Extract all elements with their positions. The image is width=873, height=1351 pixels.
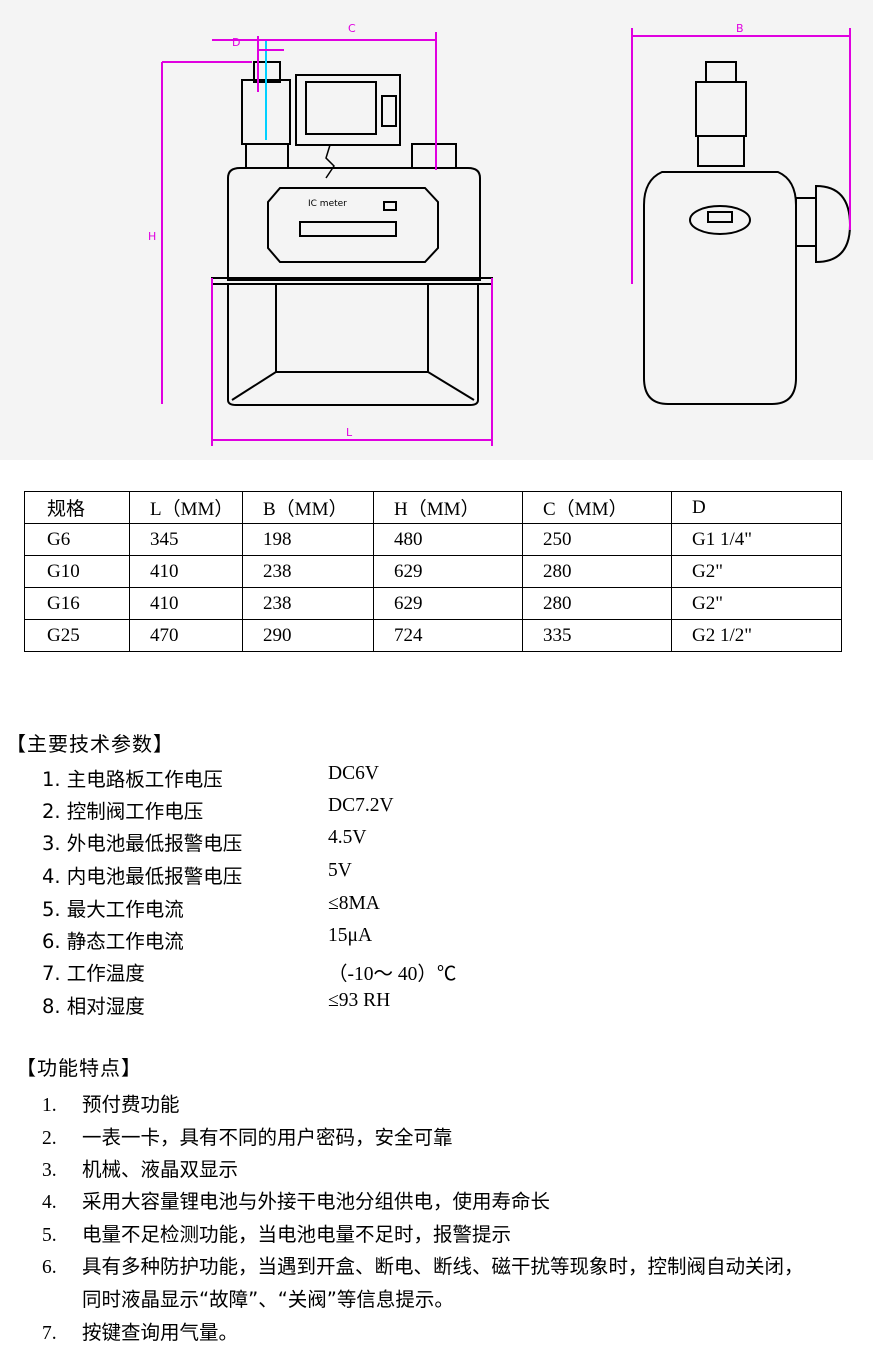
cell-model: G25: [24, 619, 130, 652]
feature-number: 5.: [42, 1225, 57, 1246]
param-item: 3. 外电池最低报警电压 4.5V: [42, 827, 366, 856]
feature-text: 电量不足检测功能，当电池电量不足时，报警提示: [82, 1223, 512, 1246]
cell-c: 280: [522, 555, 672, 588]
param-label: 4. 内电池最低报警电压: [42, 865, 243, 888]
cell-d: G2": [671, 555, 842, 588]
feature-item: 3. 机械、液晶双显示: [42, 1153, 238, 1182]
param-label: 3. 外电池最低报警电压: [42, 832, 243, 855]
feature-text: 一表一卡，具有不同的用户密码，安全可靠: [82, 1126, 453, 1149]
param-item: 1. 主电路板工作电压 DC6V: [42, 763, 379, 792]
feature-text: 机械、液晶双显示: [82, 1158, 239, 1181]
param-item: 7. 工作温度 （-10～ 40）℃: [42, 957, 456, 986]
table-row: G10 410 238 629 280 G2": [24, 555, 842, 588]
cell-h: 629: [373, 587, 523, 620]
feature-number: 3.: [42, 1160, 57, 1181]
feature-text: 按键查询用气量。: [82, 1321, 239, 1344]
dim-label-c: C: [348, 22, 356, 35]
feature-item: 5. 电量不足检测功能，当电池电量不足时，报警提示: [42, 1218, 511, 1247]
header-b: B（MM）: [242, 491, 374, 524]
cell-l: 345: [129, 523, 243, 556]
feature-item: 7. 按键查询用气量。: [42, 1316, 238, 1345]
param-value: DC7.2V: [328, 795, 394, 816]
param-item: 5. 最大工作电流 ≤8MA: [42, 893, 380, 922]
cell-c: 335: [522, 619, 672, 652]
front-dimensions: [161, 32, 493, 446]
cell-model: G6: [24, 523, 130, 556]
cell-l: 410: [129, 587, 243, 620]
table-row: G25 470 290 724 335 G2 1/2": [24, 619, 842, 652]
feature-text: 预付费功能: [82, 1093, 180, 1116]
feature-item: 6. 具有多种防护功能，当遇到开盒、断电、断线、磁干扰等现象时，控制阀自动关闭，: [42, 1250, 804, 1279]
header-c: C（MM）: [522, 491, 672, 524]
header-h: H（MM）: [373, 491, 523, 524]
param-value: 5V: [328, 860, 352, 881]
feature-number: 2.: [42, 1128, 57, 1149]
param-item: 2. 控制阀工作电压 DC7.2V: [42, 795, 394, 824]
front-display-label: IC meter: [308, 199, 347, 209]
param-label: 7. 工作温度: [42, 962, 145, 985]
feature-number: 6.: [42, 1257, 57, 1278]
cell-h: 480: [373, 523, 523, 556]
cell-l: 470: [129, 619, 243, 652]
cell-c: 250: [522, 523, 672, 556]
param-item: 4. 内电池最低报警电压 5V: [42, 860, 352, 889]
feature-number: 1.: [42, 1095, 57, 1116]
cell-d: G1 1/4": [671, 523, 842, 556]
side-dimensions: [631, 28, 851, 284]
tech-params-title: 【主要技术参数】: [6, 732, 174, 756]
param-value: ≤8MA: [328, 893, 380, 914]
table-row: G6 345 198 480 250 G1 1/4": [24, 523, 842, 556]
cell-c: 280: [522, 587, 672, 620]
cell-b: 290: [242, 619, 374, 652]
dim-label-b: B: [736, 22, 744, 35]
table-row: G16 410 238 629 280 G2": [24, 587, 842, 620]
cell-model: G10: [24, 555, 130, 588]
cell-d: G2": [671, 587, 842, 620]
cell-b: 198: [242, 523, 374, 556]
dim-label-h: H: [148, 230, 156, 243]
cell-d: G2 1/2": [671, 619, 842, 652]
side-view: [643, 61, 852, 405]
gas-meter-drawing: IC meter D C H L B: [0, 0, 873, 460]
dim-label-l: L: [346, 426, 353, 439]
cell-b: 238: [242, 555, 374, 588]
param-value: DC6V: [328, 763, 379, 784]
cell-h: 629: [373, 555, 523, 588]
param-label: 8. 相对湿度: [42, 995, 145, 1018]
cell-l: 410: [129, 555, 243, 588]
feature-item: 4. 采用大容量锂电池与外接干电池分组供电，使用寿命长: [42, 1185, 550, 1214]
param-label: 6. 静态工作电流: [42, 930, 184, 953]
feature-number: 4.: [42, 1192, 57, 1213]
param-item: 6. 静态工作电流 15μA: [42, 925, 372, 954]
header-d: D: [671, 491, 842, 524]
param-value: （-10～ 40）℃: [328, 964, 457, 985]
param-item: 8. 相对湿度 ≤93 RH: [42, 990, 390, 1019]
feature-item: 1. 预付费功能: [42, 1088, 180, 1117]
header-l: L（MM）: [129, 491, 243, 524]
table-header-row: 规格 L（MM） B（MM） H（MM） C（MM） D: [24, 491, 842, 524]
param-label: 5. 最大工作电流: [42, 898, 184, 921]
cell-model: G16: [24, 587, 130, 620]
features-title: 【功能特点】: [16, 1056, 142, 1080]
cell-h: 724: [373, 619, 523, 652]
feature-item: 2. 一表一卡，具有不同的用户密码，安全可靠: [42, 1121, 453, 1150]
header-spec: 规格: [24, 491, 130, 524]
feature-text: 采用大容量锂电池与外接干电池分组供电，使用寿命长: [82, 1190, 551, 1213]
dim-label-d: D: [232, 36, 240, 49]
param-value: 15μA: [328, 925, 373, 946]
spec-table: 规格 L（MM） B（MM） H（MM） C（MM） D G6 345 198 …: [24, 491, 842, 652]
feature-number: 7.: [42, 1323, 57, 1344]
feature-text: 具有多种防护功能，当遇到开盒、断电、断线、磁干扰等现象时，控制阀自动关闭，: [82, 1255, 804, 1278]
param-label: 2. 控制阀工作电压: [42, 800, 204, 823]
cell-b: 238: [242, 587, 374, 620]
param-value: ≤93 RH: [328, 990, 391, 1011]
feature-continuation: 同时液晶显示“故障”、“关阀”等信息提示。: [82, 1288, 454, 1311]
param-label: 1. 主电路板工作电压: [42, 768, 223, 791]
param-value: 4.5V: [328, 827, 367, 848]
